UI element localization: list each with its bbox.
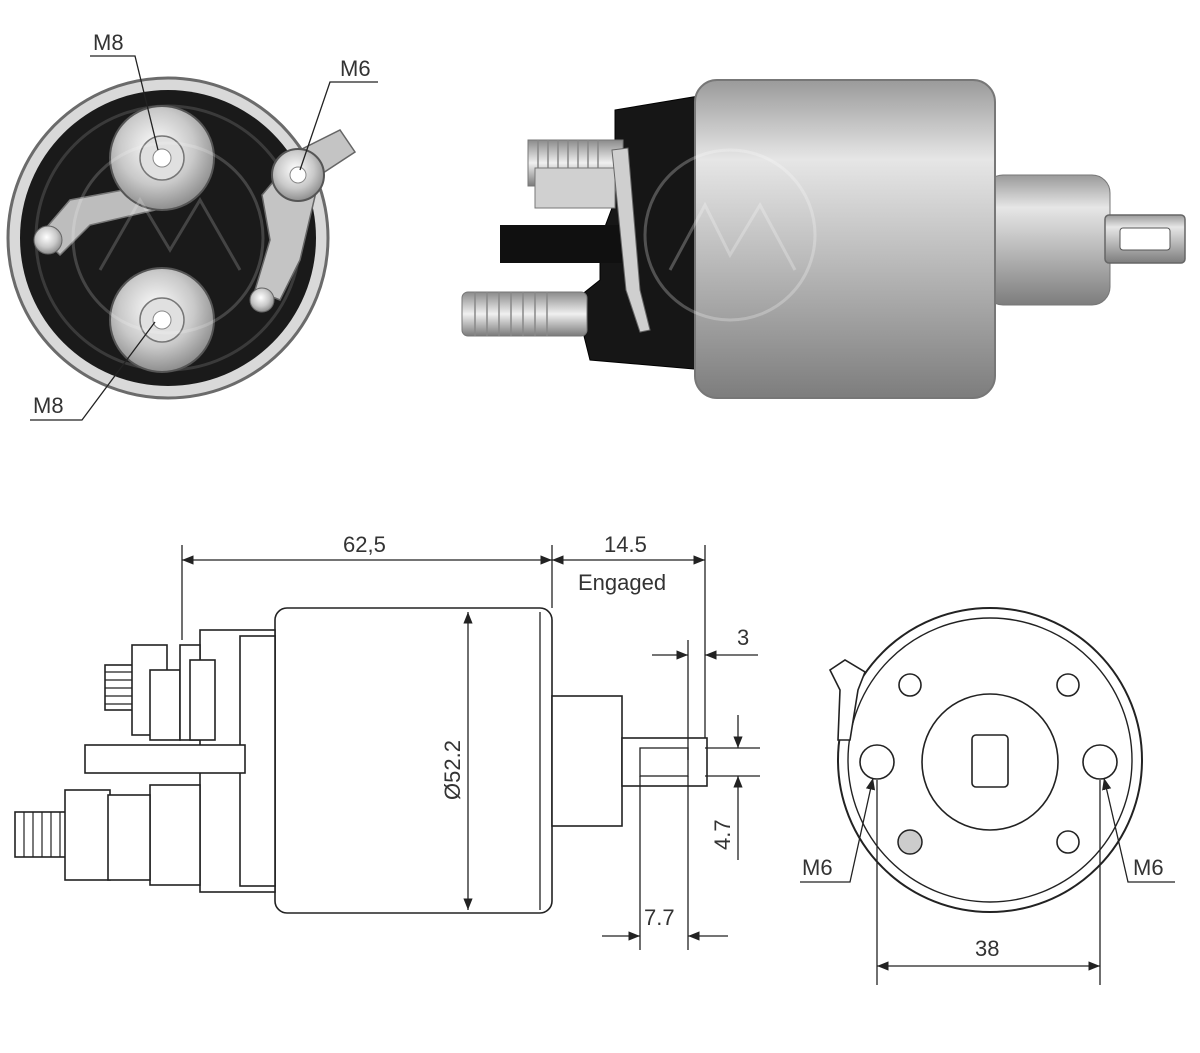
- m6-left-label: M6: [802, 855, 833, 880]
- m8-top-label: M8: [93, 30, 124, 55]
- end-view-m6-right: [1082, 744, 1118, 780]
- side-lower-nut: [64, 789, 111, 881]
- end-view-knurled-screw: [897, 829, 923, 855]
- strap-rivet: [33, 225, 63, 255]
- m8-bottom-label: M8: [33, 393, 64, 418]
- end-view-slot: [971, 734, 1009, 788]
- watermark-logo: [71, 141, 265, 335]
- photo-end-view: M8 M6 M8: [6, 30, 378, 421]
- m6-bracket: [254, 129, 357, 301]
- end-view-m6-left: [859, 744, 895, 780]
- stroke-note-label: Engaged: [578, 570, 666, 595]
- m6-right-label: M6: [1133, 855, 1164, 880]
- m6-top-leader: [299, 81, 378, 171]
- m6-top-label: M6: [340, 56, 371, 81]
- drawing-end-view: M6 M6 38: [800, 607, 1175, 985]
- m6-right-leader: [1102, 777, 1175, 883]
- m8-bottom-leader: [30, 321, 156, 421]
- upper-nut: [534, 167, 616, 209]
- plastic-block: [500, 225, 630, 263]
- plunger-sleeve: [984, 174, 1111, 306]
- tab-width-dim-label: 4.7: [710, 819, 735, 850]
- end-view-bracket: [828, 659, 866, 741]
- end-view-rim: [847, 617, 1133, 903]
- metal-clip: [611, 147, 651, 333]
- length-dim-label: 62,5: [343, 532, 386, 557]
- m8-terminal-top-stud: [152, 148, 172, 168]
- diameter-dim-label: Ø52.2: [440, 740, 465, 800]
- end-view-hole-tl: [898, 673, 922, 697]
- side-bracket: [84, 744, 246, 774]
- small-screw: [249, 287, 275, 313]
- main-housing: [694, 79, 996, 399]
- spacing-dim-label: 38: [975, 936, 999, 961]
- m6-terminal-stud: [289, 166, 307, 184]
- plunger-tab-slot: [1119, 227, 1171, 251]
- drawing-side-view: 62,5 14.5 Engaged Ø52.2 3 4.7 7.7: [14, 532, 760, 950]
- stroke-dim-label: 14.5: [604, 532, 647, 557]
- m8-terminal-bottom-stud: [152, 310, 172, 330]
- side-housing: [274, 607, 553, 914]
- tab-offset-dim-label: 3: [737, 625, 749, 650]
- side-plunger-sleeve: [551, 695, 623, 827]
- m8-stud-lower-threads: [474, 292, 548, 336]
- m8-top-leader: [90, 55, 159, 151]
- side-plunger-slot: [639, 747, 689, 777]
- side-plunger-rod: [621, 737, 708, 787]
- tab-length-dim-label: 7.7: [644, 905, 675, 930]
- end-cap-face: [20, 90, 316, 386]
- photo-side-view: [461, 79, 1186, 399]
- watermark-logo-side: [643, 148, 817, 322]
- end-view-hole-tr: [1056, 673, 1080, 697]
- m6-left-leader: [800, 777, 876, 883]
- end-view-hole-br: [1056, 830, 1080, 854]
- m8-stud-lower: [461, 291, 588, 337]
